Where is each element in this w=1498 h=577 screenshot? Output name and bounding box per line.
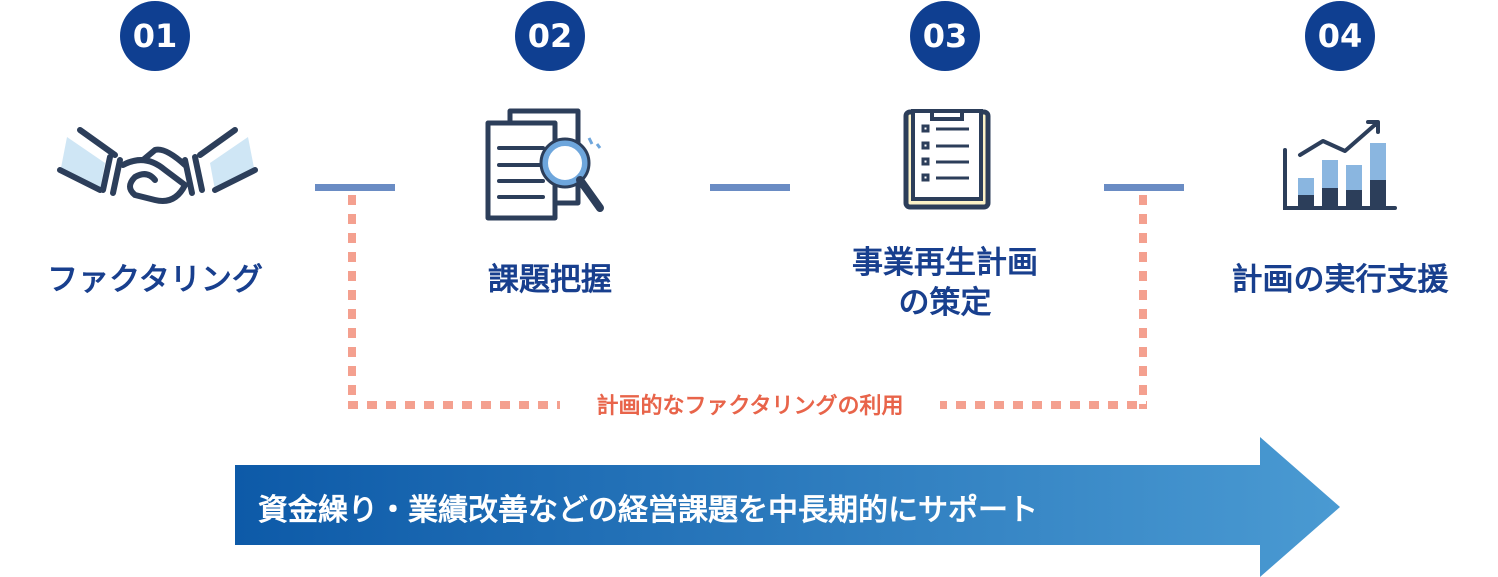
- document-search-icon: [485, 108, 604, 221]
- step-number-badge-4: 04: [1305, 1, 1375, 71]
- step-label-3-line2: の策定: [898, 285, 992, 321]
- dotted-bracket-right: [1139, 195, 1147, 409]
- step-label-4: 計画の実行支援: [1231, 262, 1449, 298]
- bracket-label: 計画的なファクタリングの利用: [560, 388, 940, 420]
- support-arrow: [235, 437, 1340, 577]
- growth-chart-icon: [1283, 120, 1397, 210]
- connector-bar-2: [710, 184, 790, 191]
- step-number-badge-2: 02: [515, 1, 585, 71]
- step-label-3: 事業再生計画の策定: [795, 243, 1095, 323]
- step-number-badge-1: 01: [120, 1, 190, 71]
- arrow-label: 資金繰り・業績改善などの経営課題を中長期的にサポート: [258, 493, 1038, 528]
- handshake-icon: [57, 127, 258, 204]
- step-label-1: ファクタリング: [47, 262, 263, 298]
- connector-bar-3: [1104, 184, 1184, 191]
- step-number-badge-3: 03: [910, 1, 980, 71]
- step-label-2: 課題把握: [488, 262, 612, 298]
- clipboard-checklist-icon: [903, 109, 991, 210]
- connector-bar-1: [315, 184, 395, 191]
- dotted-bracket-left: [348, 195, 356, 409]
- step-label-3-line1: 事業再生計画: [852, 245, 1038, 281]
